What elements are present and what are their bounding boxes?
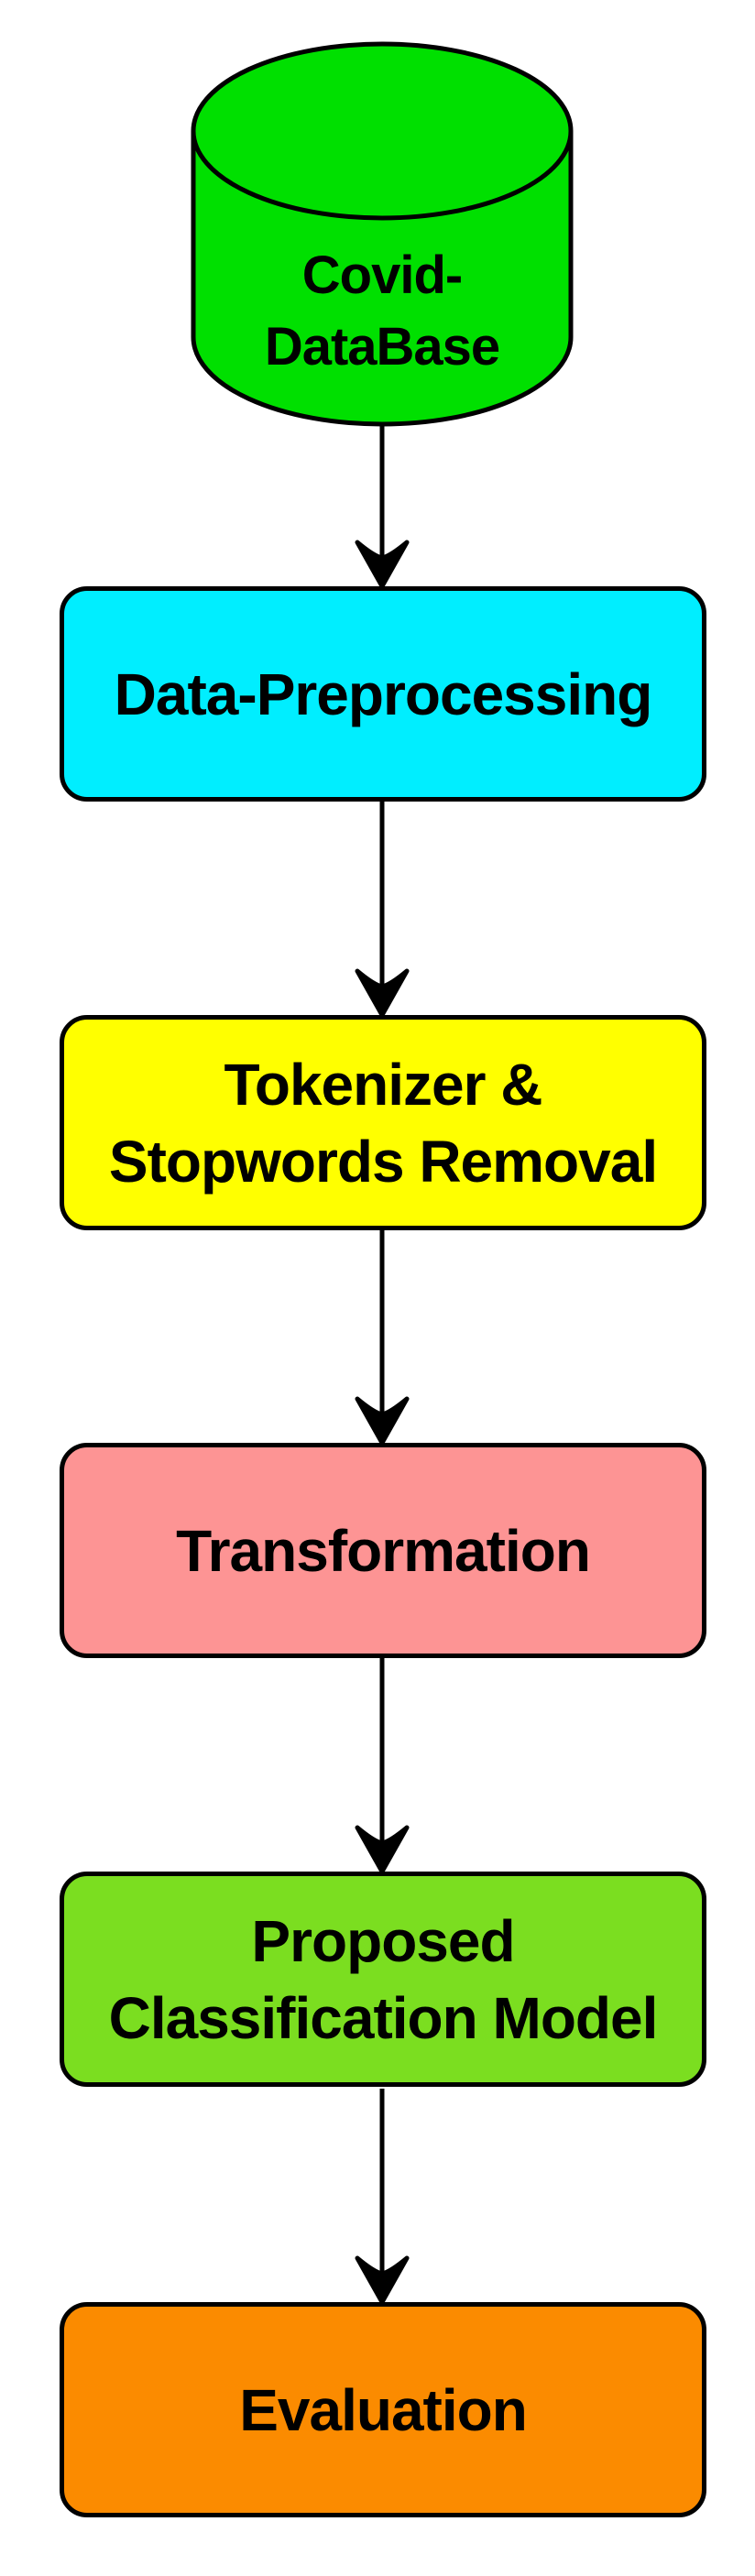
- node-evaluation: Evaluation: [60, 2302, 706, 2517]
- arrow-proposed-to-evaluation: [355, 2089, 410, 2305]
- node-label-line: Tokenizer &: [224, 1051, 543, 1118]
- arrow-database-to-preprocessing: [355, 424, 410, 589]
- arrow-transformation-to-proposed: [355, 1658, 410, 1874]
- node-transformation: Transformation: [60, 1443, 706, 1658]
- node-label-line: Classification Model: [108, 1984, 659, 2051]
- node-label-line: Evaluation: [239, 2376, 528, 2443]
- node-label-line: Data-Preprocessing: [114, 660, 653, 727]
- node-label-line: DataBase: [264, 317, 500, 377]
- node-label-line: Stopwords Removal: [108, 1128, 658, 1195]
- node-covid-database: Covid- DataBase: [193, 228, 571, 395]
- arrow-preprocessing-to-tokenizer: [355, 802, 410, 1018]
- cylinder-rim: [191, 130, 574, 221]
- node-tokenizer-stopwords-removal: Tokenizer & Stopwords Removal: [60, 1015, 706, 1230]
- database-cylinder-icon: [191, 41, 574, 427]
- arrow-tokenizer-to-transformation: [355, 1230, 410, 1446]
- node-label-line: Covid-: [301, 246, 463, 305]
- node-label-line: Transformation: [176, 1517, 591, 1584]
- node-label-line: Proposed: [251, 1907, 515, 1974]
- node-data-preprocessing: Data-Preprocessing: [60, 586, 706, 802]
- node-proposed-classification-model: Proposed Classification Model: [60, 1872, 706, 2087]
